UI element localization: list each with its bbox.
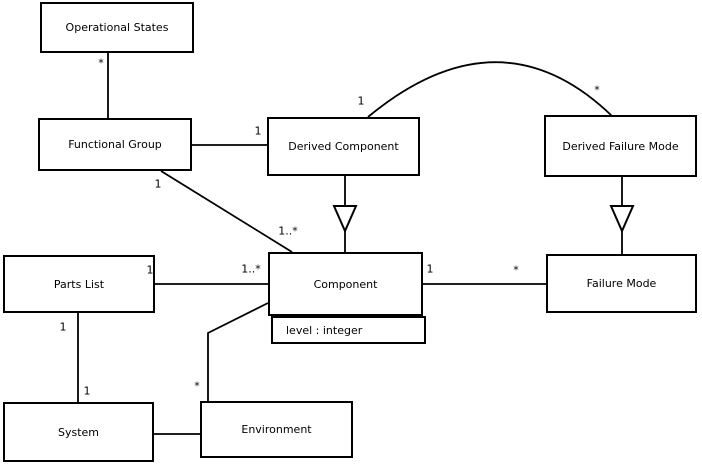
multiplicity-label-partslist-bottom-end: 1: [59, 320, 67, 334]
multiplicity-label-system-end: 1: [83, 384, 91, 398]
class-component-attributes: level : integer: [271, 316, 426, 344]
multiplicity-label-component-left-end: 1..*: [241, 262, 261, 276]
multiplicity-label-component-diagonal-end: 1..*: [278, 224, 298, 238]
class-name-label: System: [57, 425, 100, 439]
multiplicity-label-failuremode-end: *: [513, 263, 519, 277]
class-name-label: Failure Mode: [586, 277, 657, 290]
class-name-label: Environment: [241, 423, 312, 436]
class-failure-mode: Failure Mode: [546, 254, 697, 313]
class-parts-list: Parts List: [3, 255, 155, 313]
class-derived-failure-mode: Derived Failure Mode: [544, 115, 697, 177]
class-name-label: Component: [313, 277, 378, 291]
class-system: System: [3, 402, 154, 462]
multiplicity-label-component-right-end: 1: [426, 262, 434, 276]
class-name-label: Derived Failure Mode: [562, 139, 679, 153]
generalization-triangle-icon: [609, 205, 635, 234]
multiplicity-label-derivedcomponent-assoc-end: 1: [254, 124, 262, 138]
class-name-label: Functional Group: [68, 138, 162, 151]
multiplicity-label-arc-derivedcomponent-end: 1: [357, 94, 365, 108]
association-component-environment-line: [207, 302, 269, 401]
generalization-triangle-icon: [332, 205, 358, 234]
class-name-label: Parts List: [53, 277, 105, 291]
multiplicity-label-fg-end: 1: [154, 177, 162, 191]
multiplicity-label-partslist-end: 1: [146, 263, 154, 277]
multiplicity-label-arc-derivedfailuremode-end: *: [594, 83, 600, 97]
multiplicity-label-environment-end: *: [194, 379, 200, 393]
association-fg-component-line: [160, 170, 293, 253]
multiplicity-label-opstates-end: *: [98, 56, 104, 70]
class-derived-component: Derived Component: [267, 117, 420, 176]
class-environment: Environment: [200, 401, 353, 458]
class-name-label: Operational States: [65, 21, 169, 34]
attribute-label: level : integer: [286, 323, 363, 337]
class-component: Component: [268, 252, 423, 316]
class-operational-states: Operational States: [40, 2, 194, 53]
association-derivedcomponent-derivedfailuremode-arc: [367, 61, 613, 118]
class-name-label: Derived Component: [288, 140, 399, 153]
class-functional-group: Functional Group: [38, 118, 192, 171]
